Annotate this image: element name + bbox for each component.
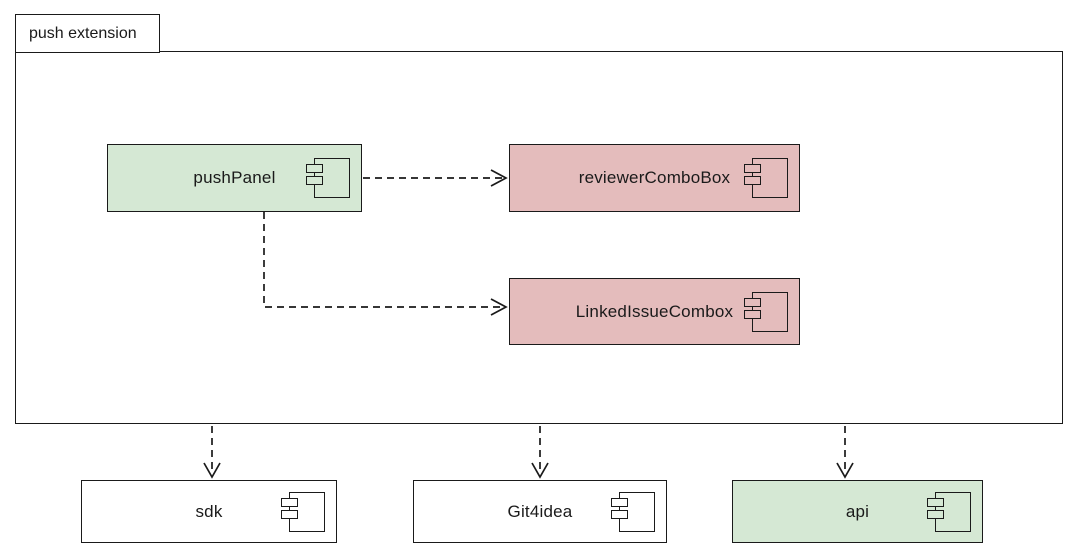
uml-component-icon xyxy=(927,491,971,532)
icon-tab xyxy=(927,509,944,519)
package-tab[interactable]: push extension xyxy=(15,14,160,53)
component-label: reviewerComboBox xyxy=(578,168,731,187)
icon-tab xyxy=(611,509,628,519)
component-sdk[interactable]: sdk xyxy=(81,480,337,543)
component-reviewerComboBox[interactable]: reviewerComboBox xyxy=(509,144,800,212)
component-pushPanel[interactable]: pushPanel xyxy=(107,144,362,212)
icon-tab xyxy=(306,164,323,173)
icon-tab xyxy=(611,497,628,507)
component-LinkedIssueCombox[interactable]: LinkedIssueCombox xyxy=(509,278,800,345)
icon-tab xyxy=(744,309,761,319)
component-label: api xyxy=(845,501,870,521)
component-label: LinkedIssueCombox xyxy=(575,301,734,321)
edge-package-to-api xyxy=(836,426,854,479)
icon-tab xyxy=(744,297,761,307)
uml-component-icon xyxy=(744,158,788,198)
package-label: push extension xyxy=(29,24,137,42)
edge-package-to-Git4idea xyxy=(531,426,549,479)
component-label: pushPanel xyxy=(193,168,276,187)
icon-tab xyxy=(744,164,761,173)
icon-tab xyxy=(281,497,298,507)
icon-tab xyxy=(744,176,761,185)
icon-tab xyxy=(306,176,323,185)
component-api[interactable]: api xyxy=(732,480,983,543)
icon-tab xyxy=(927,497,944,507)
component-label: Git4idea xyxy=(507,501,573,521)
uml-component-icon xyxy=(306,158,350,198)
uml-component-icon xyxy=(611,491,655,532)
icon-tab xyxy=(281,509,298,519)
uml-component-icon xyxy=(281,491,325,532)
component-label: sdk xyxy=(195,501,223,521)
package-body xyxy=(15,51,1063,424)
uml-component-icon xyxy=(744,291,788,332)
edge-package-to-sdk xyxy=(203,426,221,479)
component-Git4idea[interactable]: Git4idea xyxy=(413,480,667,543)
